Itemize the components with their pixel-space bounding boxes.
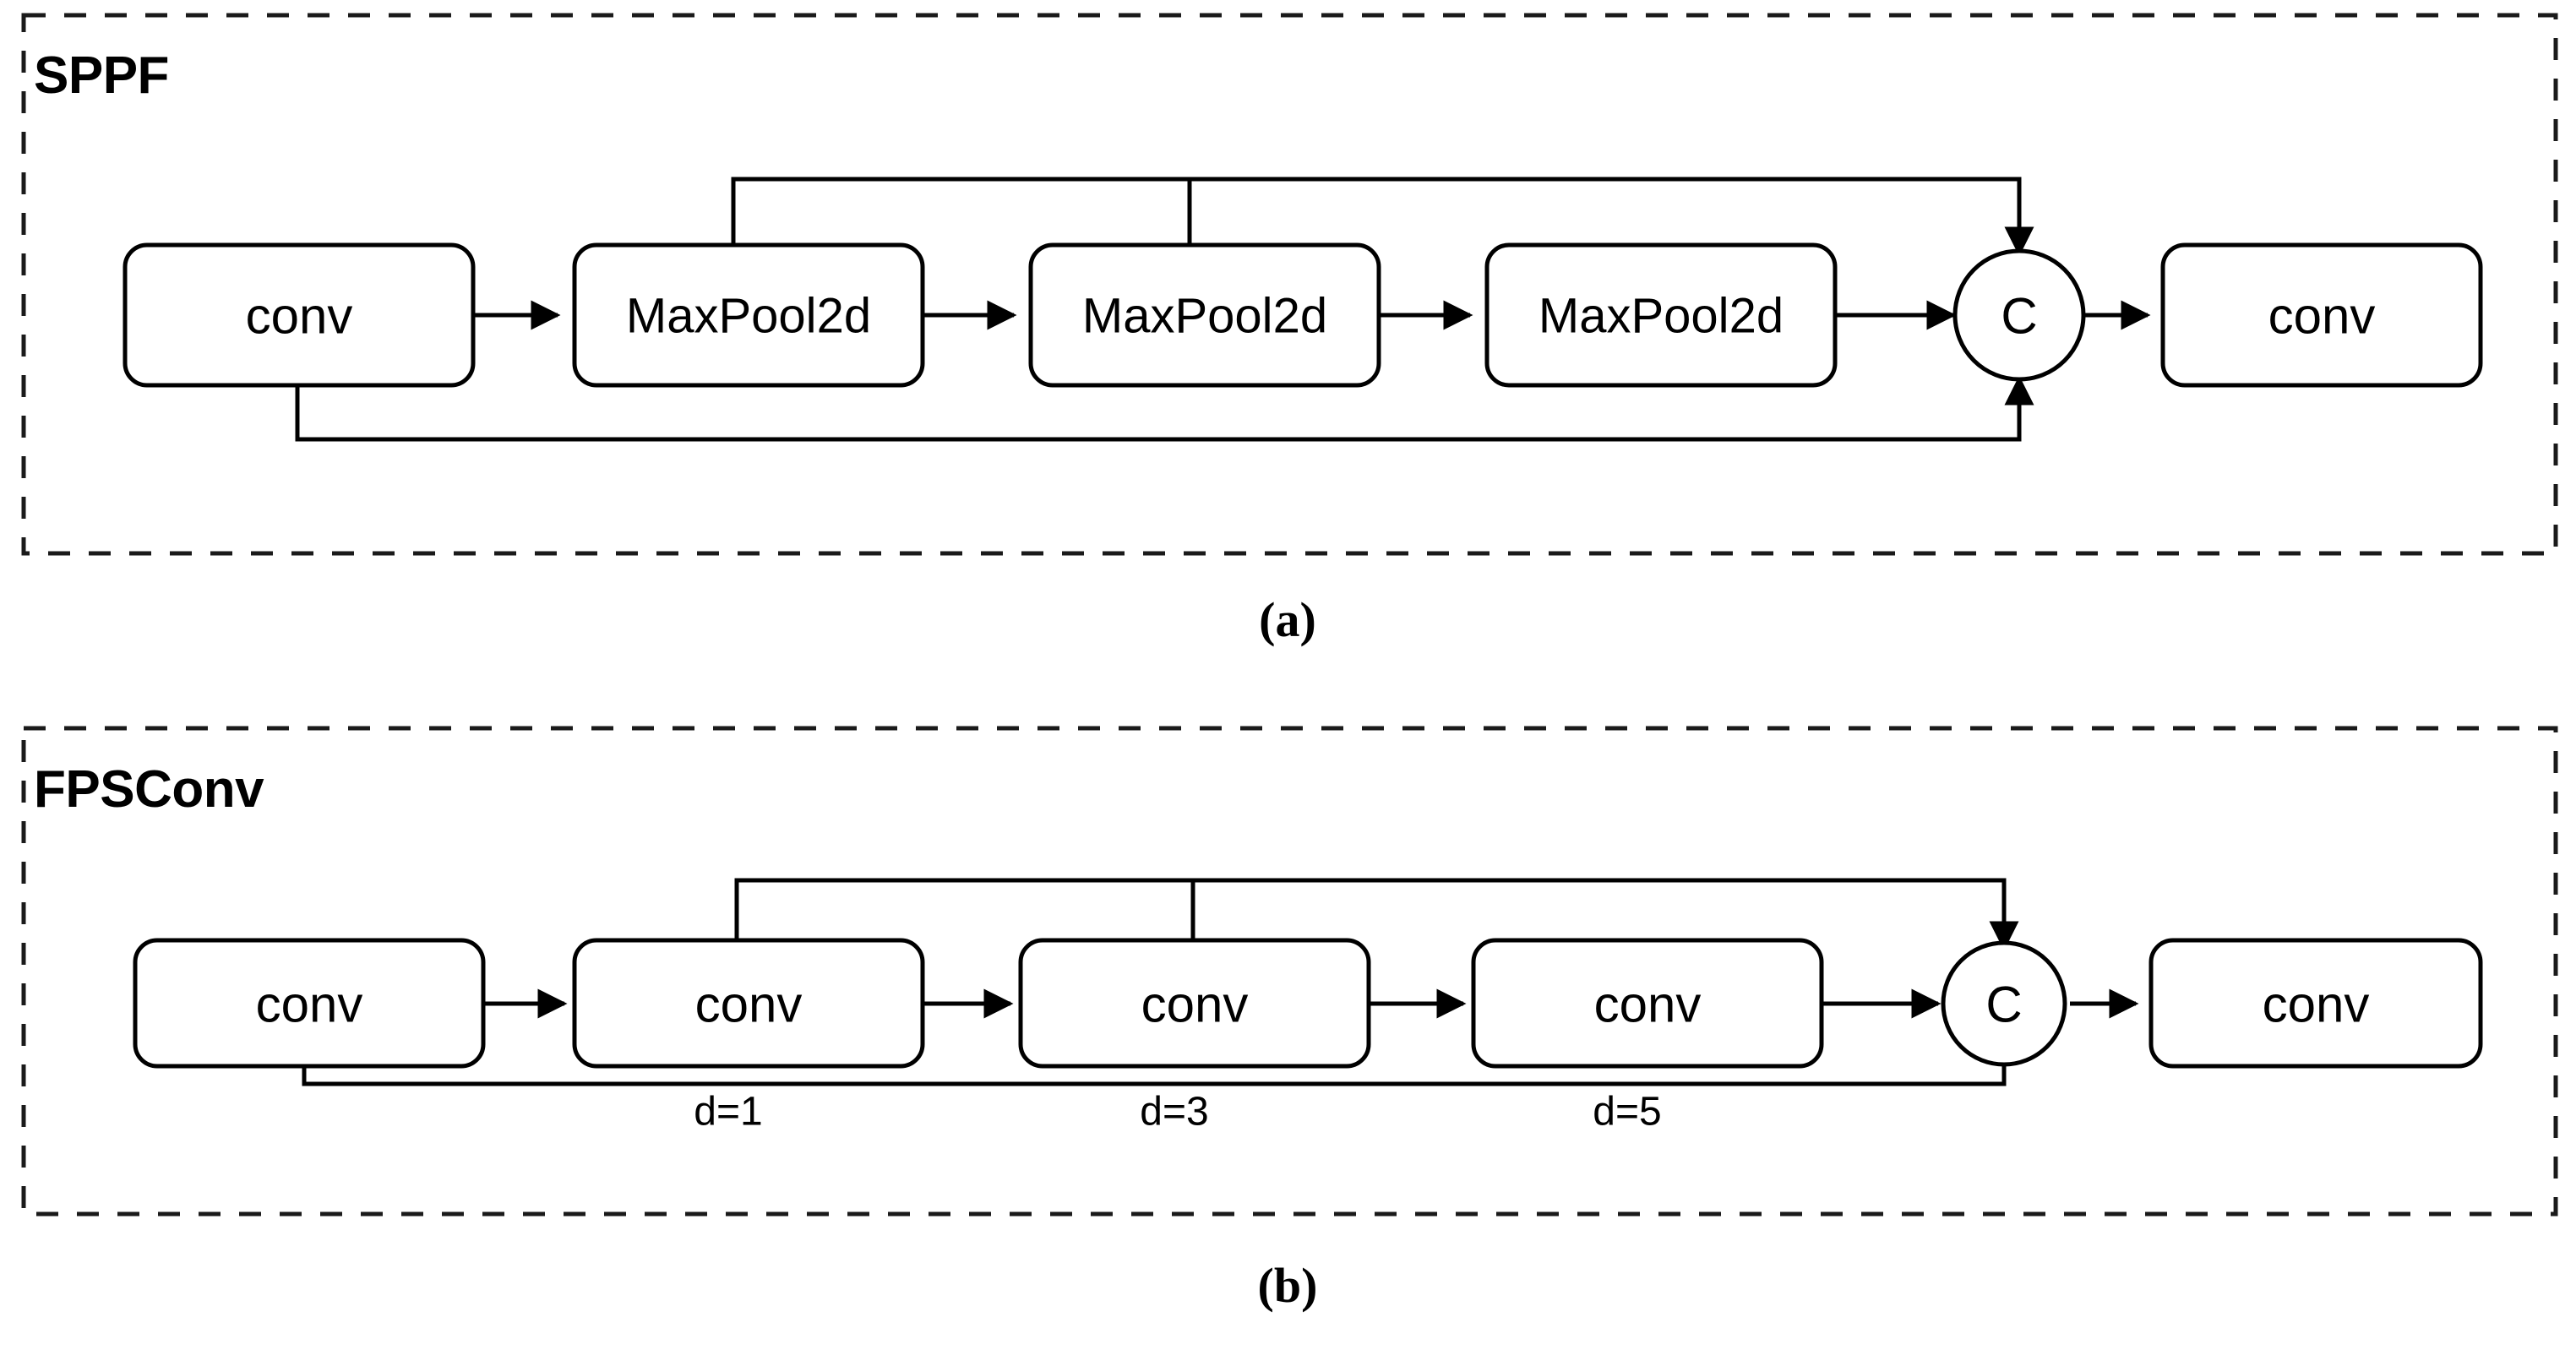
fpsconv-conv-d5-label: conv xyxy=(1594,977,1702,1033)
panel-fpsconv: FPSConv conv conv d=1 xyxy=(21,726,2558,1217)
fpsconv-node-conv-d3[interactable]: conv d=3 xyxy=(1018,938,1371,1135)
fpsconv-conv-out-label: conv xyxy=(2263,977,2370,1033)
sppf-skip-edge-top xyxy=(731,177,2034,257)
fpsconv-skip-edge-top xyxy=(734,878,2019,951)
sppf-conv-out-box[interactable] xyxy=(2160,242,2483,388)
sppf-node-maxpool-2[interactable]: MaxPool2d xyxy=(1028,242,1381,388)
fpsconv-node-conv-out[interactable]: conv xyxy=(2148,938,2483,1069)
subfigure-caption-a: (a) xyxy=(1259,592,1316,647)
fpsconv-node-concat[interactable]: C xyxy=(1941,940,2067,1067)
fpsconv-conv-d5-dilation-label: d=5 xyxy=(1593,1090,1661,1135)
subfigure-caption-b: (b) xyxy=(1257,1258,1318,1313)
sppf-node-maxpool-3[interactable]: MaxPool2d xyxy=(1484,242,1838,388)
fpsconv-node-conv-d1[interactable]: conv d=1 xyxy=(572,938,925,1135)
fpsconv-top-skip-route xyxy=(734,878,2019,951)
sppf-maxpool-3-label: MaxPool2d xyxy=(1539,289,1784,344)
fpsconv-panel-border xyxy=(21,726,2558,1217)
panel-sppf: SPPF conv MaxPool2d xyxy=(21,13,2558,556)
sppf-maxpool-2-label: MaxPool2d xyxy=(1082,289,1327,344)
fpsconv-conv-d3-dilation-label: d=3 xyxy=(1140,1090,1208,1135)
fpsconv-conv-out-box[interactable] xyxy=(2148,938,2483,1069)
fpsconv-concat-circle[interactable] xyxy=(1941,940,2067,1067)
sppf-maxpool-2-box[interactable] xyxy=(1028,242,1381,388)
sppf-panel-title: SPPF xyxy=(34,46,169,105)
sppf-skip-edge-bottom xyxy=(295,375,2034,442)
fpsconv-conv-in-box[interactable] xyxy=(133,938,486,1069)
fpsconv-conv-d1-label: conv xyxy=(695,977,803,1033)
sppf-conv-in-label: conv xyxy=(246,288,353,345)
sppf-conv-in-box[interactable] xyxy=(123,242,476,388)
fpsconv-node-conv-d5[interactable]: conv d=5 xyxy=(1471,938,1824,1135)
fpsconv-node-conv-in[interactable]: conv xyxy=(133,938,486,1069)
fpsconv-panel-title: FPSConv xyxy=(34,760,264,819)
fpsconv-conv-d5-box[interactable] xyxy=(1471,938,1824,1069)
sppf-panel-border xyxy=(21,13,2558,556)
sppf-node-maxpool-1[interactable]: MaxPool2d xyxy=(572,242,925,388)
fpsconv-concat-label: C xyxy=(1985,977,2022,1033)
fpsconv-conv-in-label: conv xyxy=(256,977,363,1033)
fpsconv-conv-d3-label: conv xyxy=(1141,977,1249,1033)
sppf-concat-label: C xyxy=(2001,288,2037,345)
sppf-maxpool-1-label: MaxPool2d xyxy=(626,289,871,344)
sppf-conv-out-label: conv xyxy=(2268,288,2376,345)
sppf-maxpool-1-box[interactable] xyxy=(572,242,925,388)
sppf-node-conv-out[interactable]: conv xyxy=(2160,242,2483,388)
sppf-top-skip-route xyxy=(731,177,2034,257)
fpsconv-conv-d1-box[interactable] xyxy=(572,938,925,1069)
fpsconv-conv-d1-dilation-label: d=1 xyxy=(694,1090,762,1135)
sppf-maxpool-3-box[interactable] xyxy=(1484,242,1838,388)
sppf-concat-circle[interactable] xyxy=(1952,248,2086,382)
fpsconv-conv-d3-box[interactable] xyxy=(1018,938,1371,1069)
sppf-node-concat[interactable]: C xyxy=(1952,248,2086,382)
sppf-node-conv-in[interactable]: conv xyxy=(123,242,476,388)
